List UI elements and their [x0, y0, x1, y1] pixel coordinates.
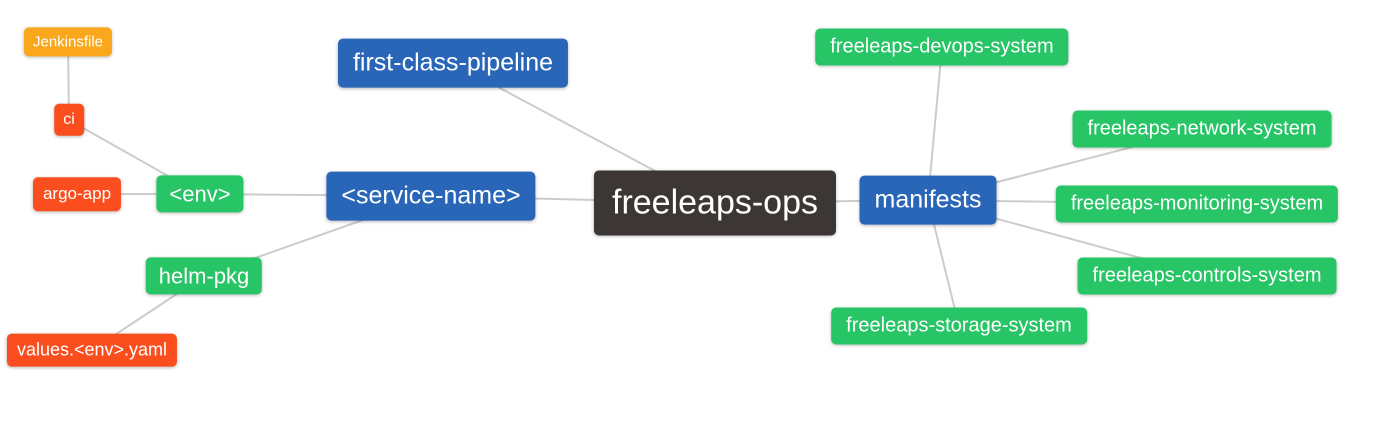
node-service-name[interactable]: <service-name> — [326, 171, 536, 221]
node-helm-pkg[interactable]: helm-pkg — [145, 257, 263, 295]
node-devops-system[interactable]: freeleaps-devops-system — [815, 28, 1069, 66]
node-jenkinsfile[interactable]: Jenkinsfile — [23, 27, 113, 57]
node-manifests[interactable]: manifests — [859, 175, 997, 225]
node-env[interactable]: <env> — [156, 175, 244, 213]
node-monitoring-system[interactable]: freeleaps-monitoring-system — [1055, 185, 1339, 223]
node-values-env-yaml[interactable]: values.<env>.yaml — [6, 333, 178, 367]
node-network-system[interactable]: freeleaps-network-system — [1072, 110, 1332, 148]
node-ci[interactable]: ci — [54, 103, 84, 137]
node-controls-system[interactable]: freeleaps-controls-system — [1077, 257, 1337, 295]
node-first-class-pipeline[interactable]: first-class-pipeline — [337, 38, 569, 88]
node-freeleaps-ops[interactable]: freeleaps-ops — [593, 170, 837, 236]
node-storage-system[interactable]: freeleaps-storage-system — [831, 307, 1087, 345]
edge-line — [927, 46, 943, 201]
node-argo-app[interactable]: argo-app — [32, 177, 122, 211]
